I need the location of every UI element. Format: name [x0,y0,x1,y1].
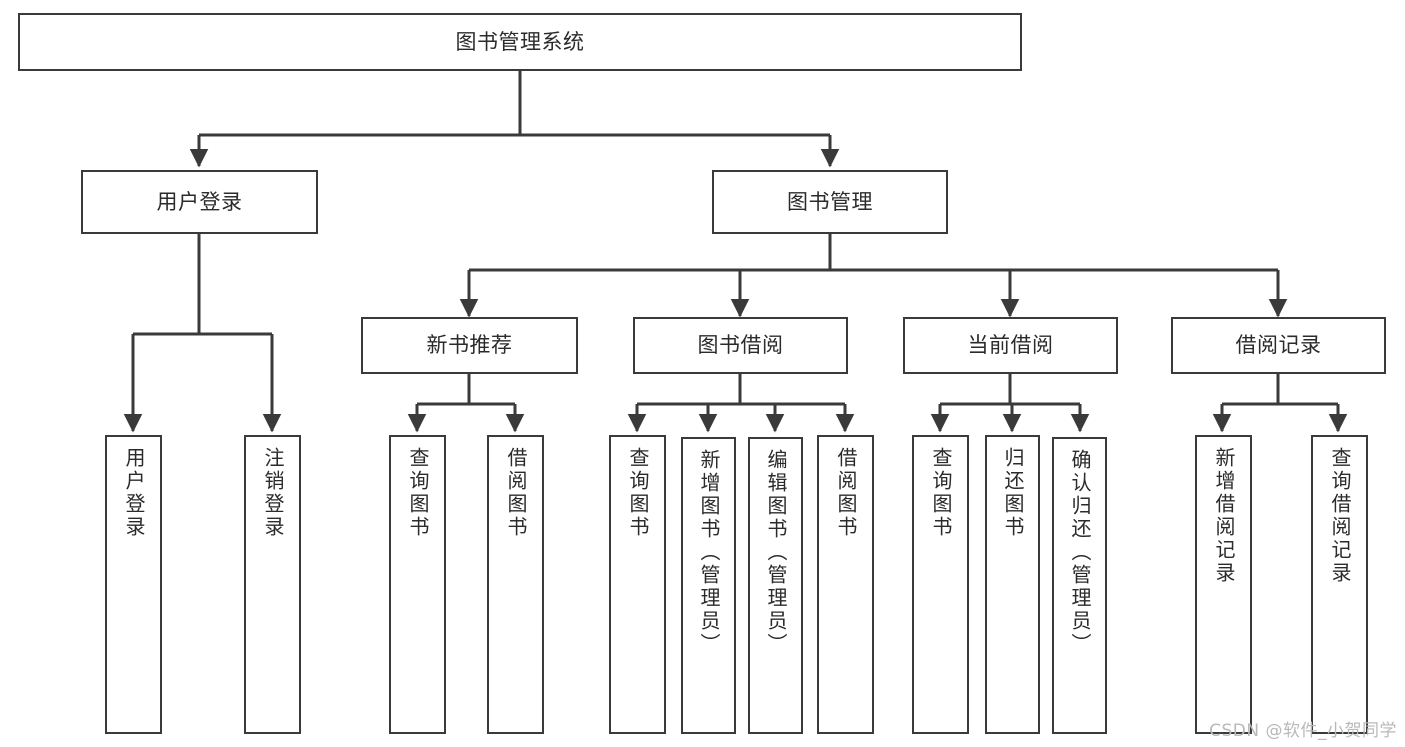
leaf-current-confirm-return-admin[interactable]: 确认归还（管理员） [1052,437,1107,734]
node-label: 查询图书 [406,447,430,539]
node-label: 图书管理系统 [455,29,585,54]
node-borrow-record[interactable]: 借阅记录 [1171,317,1386,374]
node-label: 图书借阅 [697,333,784,358]
leaf-borrow-query-book[interactable]: 查询图书 [609,435,666,734]
node-label: 借阅图书 [834,447,858,539]
leaf-current-return-book[interactable]: 归还图书 [985,435,1040,734]
node-label: 查询借阅记录 [1328,447,1352,585]
leaf-new-book-query[interactable]: 查询图书 [389,435,446,734]
node-label: 新增借阅记录 [1212,447,1236,585]
leaf-user-login-logout[interactable]: 注销登录 [244,435,301,734]
node-label: 用户登录 [122,447,146,539]
node-current-borrow[interactable]: 当前借阅 [903,317,1118,374]
node-label: 用户登录 [156,189,243,214]
node-label: 确认归还（管理员） [1068,449,1092,656]
node-label: 当前借阅 [967,333,1054,358]
leaf-record-query-record[interactable]: 查询借阅记录 [1311,435,1368,734]
leaf-current-query-book[interactable]: 查询图书 [912,435,969,734]
node-label: 新书推荐 [426,333,513,358]
node-label: 借阅图书 [504,447,528,539]
node-user-login[interactable]: 用户登录 [81,170,318,234]
node-book-borrow[interactable]: 图书借阅 [633,317,848,374]
node-book-management[interactable]: 图书管理 [712,170,948,234]
node-label: 注销登录 [261,447,285,539]
leaf-borrow-add-book-admin[interactable]: 新增图书（管理员） [681,437,736,734]
node-new-book-recommend[interactable]: 新书推荐 [361,317,578,374]
node-label: 借阅记录 [1235,333,1322,358]
node-label: 新增图书（管理员） [697,449,721,656]
csdn-watermark: CSDN @软件_小贺同学 [1209,721,1397,741]
leaf-borrow-borrow-book[interactable]: 借阅图书 [817,435,874,734]
leaf-user-login-login[interactable]: 用户登录 [105,435,162,734]
leaf-borrow-edit-book-admin[interactable]: 编辑图书（管理员） [748,437,803,734]
leaf-record-add-record[interactable]: 新增借阅记录 [1195,435,1252,734]
node-label: 编辑图书（管理员） [764,449,788,656]
node-label: 图书管理 [787,189,873,214]
node-label: 查询图书 [626,447,650,539]
node-label: 归还图书 [1001,447,1025,539]
node-label: 查询图书 [929,447,953,539]
node-root-system[interactable]: 图书管理系统 [18,13,1022,71]
leaf-new-book-borrow[interactable]: 借阅图书 [487,435,544,734]
